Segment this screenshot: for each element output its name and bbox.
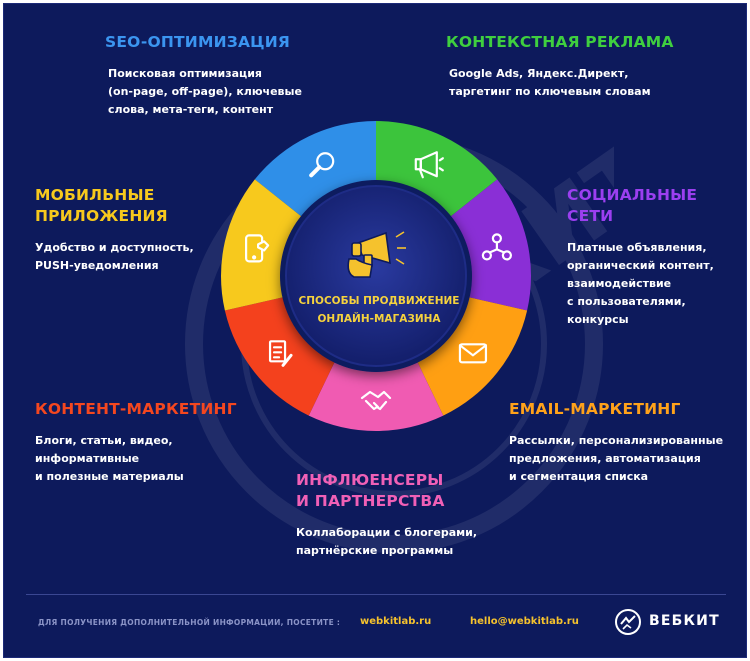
footer-email-link[interactable]: hello@webkitlab.ru — [470, 616, 579, 627]
email-block: EMAIL-МАРКЕТИНГ Рассылки, персонализиров… — [509, 399, 723, 486]
mobile-desc: Удобство и доступность, PUSH-уведомления — [35, 241, 194, 272]
webkit-logo-icon — [615, 609, 641, 635]
handshake-icon — [360, 390, 392, 411]
email-title: EMAIL-МАРКЕТИНГ — [509, 400, 681, 418]
footer-note: ДЛЯ ПОЛУЧЕНИЯ ДОПОЛНИТЕЛЬНОЙ ИНФОРМАЦИИ,… — [38, 618, 341, 627]
hand-megaphone-icon — [347, 231, 406, 278]
wheel-segment-email — [415, 296, 528, 416]
context-desc: Google Ads, Яндекс.Директ, таргетинг по … — [449, 67, 651, 98]
promotion-wheel — [221, 121, 531, 431]
social-block: СОЦИАЛЬНЫЕ СЕТИ Платные объявления, орга… — [567, 185, 714, 329]
context-block: КОНТЕКСТНАЯ РЕКЛАМА Google Ads, Яндекс.Д… — [446, 32, 674, 101]
influencers-block: ИНФЛЮЕНСЕРЫ И ПАРТНЕРСТВА Коллаборации с… — [296, 470, 477, 560]
mobile-app-icon — [245, 234, 270, 263]
email-desc: Рассылки, персонализированные предложени… — [509, 434, 724, 483]
infographic-frame: ВЕБКИТ СПОСОБЫ ПРОДВИЖЕНИЕ ОНЛАЙН- — [3, 3, 747, 658]
envelope-icon — [458, 343, 488, 364]
context-title: КОНТЕКСТНАЯ РЕКЛАМА — [446, 33, 674, 51]
social-title: СОЦИАЛЬНЫЕ СЕТИ — [567, 186, 698, 225]
footer-divider — [26, 594, 726, 595]
center-label: СПОСОБЫ ПРОДВИЖЕНИЕ ОНЛАЙН-МАГАЗИНА — [298, 295, 460, 325]
influencers-title: ИНФЛЮЕНСЕРЫ И ПАРТНЕРСТВА — [296, 471, 445, 510]
logo-text: ВЕБКИТ — [649, 613, 720, 629]
content-block: КОНТЕНТ-МАРКЕТИНГ Блоги, статьи, видео, … — [35, 399, 237, 486]
mobile-block: МОБИЛЬНЫЕ ПРИЛОЖЕНИЯ Удобство и доступно… — [35, 185, 194, 275]
social-desc: Платные объявления, органический контент… — [567, 241, 714, 326]
content-title: КОНТЕНТ-МАРКЕТИНГ — [35, 400, 237, 418]
hub-circle — [285, 185, 467, 367]
people-network-icon — [481, 233, 512, 261]
megaphone-icon — [414, 151, 444, 179]
content-desc: Блоги, статьи, видео, информативные и по… — [35, 434, 184, 483]
mobile-title: МОБИЛЬНЫЕ ПРИЛОЖЕНИЯ — [35, 186, 168, 225]
document-edit-icon — [268, 340, 293, 367]
seo-block: SEO-ОПТИМИЗАЦИЯ Поисковая оптимизация (o… — [105, 32, 302, 119]
seo-desc: Поисковая оптимизация (on-page, off-page… — [108, 67, 302, 116]
influencers-desc: Коллаборации с блогерами, партнёрские пр… — [296, 526, 478, 557]
search-icon — [309, 152, 335, 178]
footer-site-link[interactable]: webkitlab.ru — [360, 616, 432, 627]
seo-title: SEO-ОПТИМИЗАЦИЯ — [105, 33, 291, 51]
wheel-segment-content — [224, 296, 337, 416]
